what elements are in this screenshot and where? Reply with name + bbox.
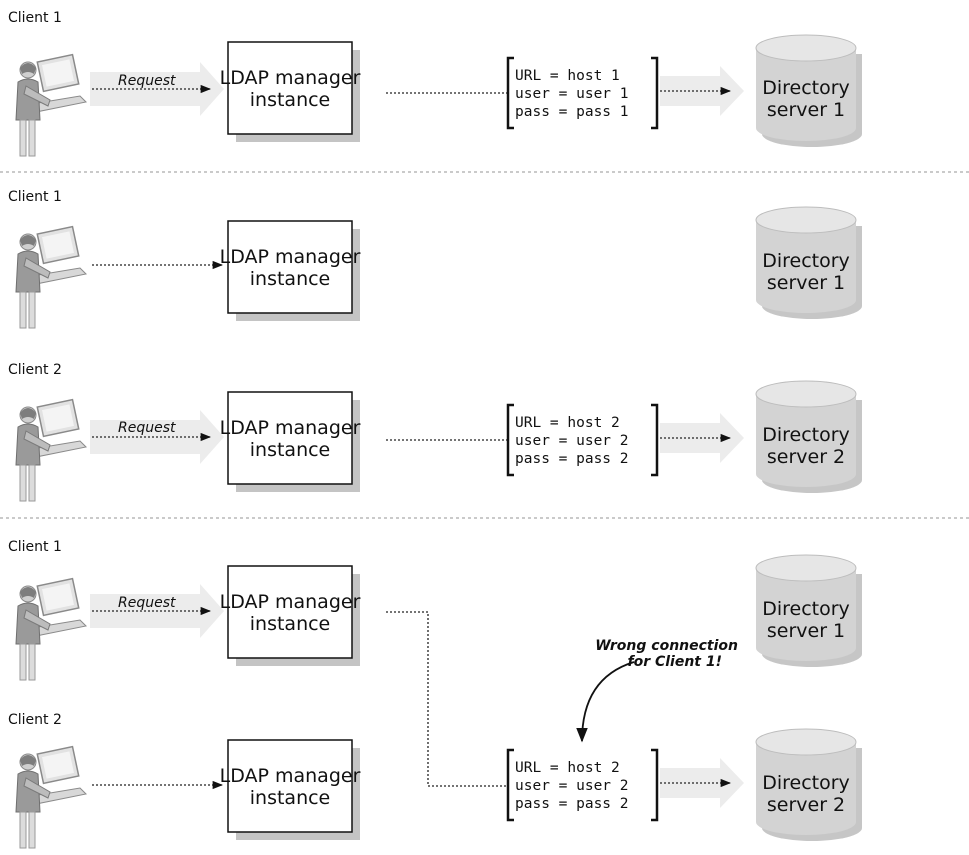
server-line2: server 1 — [767, 272, 845, 294]
client-figure-icon — [15, 745, 87, 849]
client-figure-icon — [15, 398, 87, 502]
server-line1: Directory — [762, 250, 850, 272]
client-figure-icon — [15, 53, 87, 157]
ldap-manager-box — [227, 565, 353, 659]
warning-line1: Wrong connection — [595, 638, 738, 654]
connection-url: URL = host 2 — [515, 760, 620, 776]
client-label: Client 2 — [8, 712, 62, 728]
connection-pass: pass = pass 2 — [515, 796, 629, 812]
server-line1: Directory — [762, 598, 850, 620]
manager-line2: instance — [250, 268, 331, 290]
warning-arrow — [576, 661, 635, 743]
server-line1: Directory — [762, 77, 850, 99]
server-line2: server 1 — [767, 99, 845, 121]
warning-line2: for Client 1! — [627, 654, 722, 670]
section-2-row-2: Client 2 Request LDAP manager instance U… — [8, 362, 863, 502]
server-line1: Directory — [762, 772, 850, 794]
client-figure-icon — [15, 577, 87, 681]
request-label: Request — [118, 595, 176, 611]
bracket-left — [506, 56, 514, 130]
connection-user: user = user 2 — [515, 778, 629, 794]
bracket-right — [651, 748, 659, 822]
manager-line1: LDAP manager — [220, 417, 361, 439]
connection-url: URL = host 2 — [515, 415, 620, 431]
client-label: Client 2 — [8, 362, 62, 378]
wrong-connection-link — [386, 611, 508, 787]
ldap-manager-box — [227, 391, 353, 485]
bracket-left — [506, 403, 514, 477]
server-line2: server 1 — [767, 620, 845, 642]
bracket-right — [651, 56, 659, 130]
warning-annotation: Wrong connection for Client 1! — [576, 638, 738, 743]
manager-line1: LDAP manager — [220, 67, 361, 89]
client-figure-icon — [15, 225, 87, 329]
connection-pass: pass = pass 2 — [515, 451, 629, 467]
ldap-manager-box — [227, 41, 353, 135]
bracket-left — [506, 748, 514, 822]
manager-line2: instance — [250, 439, 331, 461]
request-label: Request — [118, 420, 176, 436]
connection-url: URL = host 1 — [515, 68, 620, 84]
connection-user: user = user 2 — [515, 433, 629, 449]
server-line1: Directory — [762, 424, 850, 446]
request-label: Request — [118, 73, 176, 89]
bracket-right — [651, 403, 659, 477]
manager-line2: instance — [250, 89, 331, 111]
ldap-manager-box — [227, 739, 353, 833]
client-label: Client 1 — [8, 10, 62, 26]
server-line2: server 2 — [767, 446, 845, 468]
manager-line1: LDAP manager — [220, 591, 361, 613]
section-1: Client 1 Request LDAP manager instance U… — [8, 10, 863, 157]
manager-line1: LDAP manager — [220, 246, 361, 268]
section-2-row-1: Client 1 LDAP manager instance Directory… — [8, 189, 863, 329]
client-label: Client 1 — [8, 539, 62, 555]
section-3-row-2: Client 2 LDAP manager instance URL = hos… — [8, 712, 863, 849]
manager-line2: instance — [250, 787, 331, 809]
manager-line1: LDAP manager — [220, 765, 361, 787]
client-label: Client 1 — [8, 189, 62, 205]
section-3-row-1: Client 1 Request LDAP manager instance D… — [8, 539, 863, 787]
connection-user: user = user 1 — [515, 86, 629, 102]
server-line2: server 2 — [767, 794, 845, 816]
manager-line2: instance — [250, 613, 331, 635]
connection-pass: pass = pass 1 — [515, 104, 629, 120]
ldap-manager-box — [227, 220, 353, 314]
